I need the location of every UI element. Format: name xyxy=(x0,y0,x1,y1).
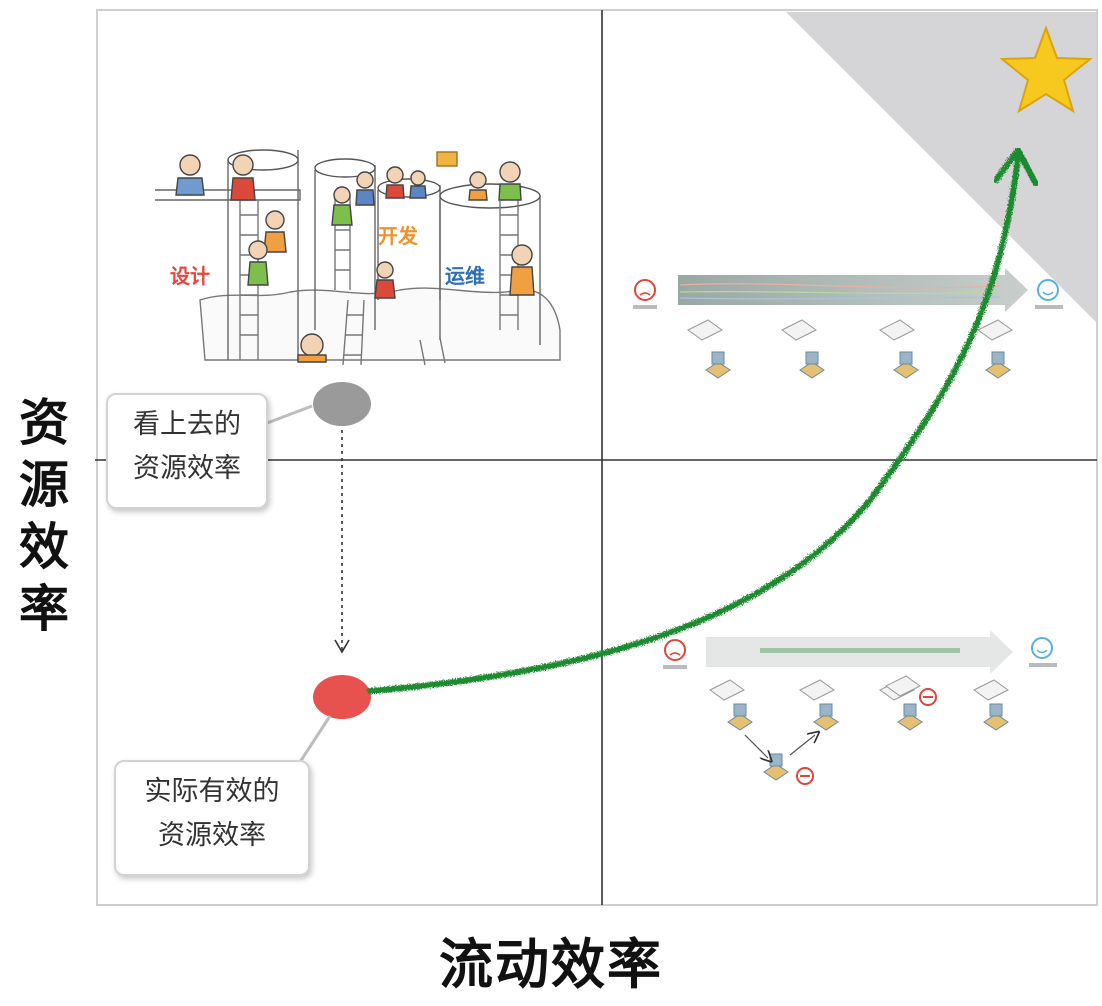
silo-illustration xyxy=(155,149,561,366)
callout-apparent-line-1: 看上去的 xyxy=(133,409,241,440)
callout-apparent-efficiency: 看上去的 资源效率 xyxy=(106,393,268,509)
smooth-flow-diagram xyxy=(633,268,1063,379)
silo-label-develop: 开发 xyxy=(378,224,419,248)
callout-actual-efficiency: 实际有效的 资源效率 xyxy=(114,760,310,876)
target-zone-wedge xyxy=(786,12,1096,322)
callout-pointer-actual xyxy=(298,715,332,763)
callout-apparent-line-2: 资源效率 xyxy=(133,453,241,484)
sad-face-icon xyxy=(634,279,656,301)
y-axis-char: 资 xyxy=(19,394,69,452)
y-axis-char: 率 xyxy=(19,580,69,638)
growth-curve-arrowhead xyxy=(993,147,1039,187)
y-axis-char: 效 xyxy=(19,518,69,576)
y-axis-label: 资 源 效 率 xyxy=(14,392,74,640)
block-icon xyxy=(796,688,937,785)
callout-pointer-apparent xyxy=(261,404,313,427)
silo-label-design: 设计 xyxy=(170,264,210,288)
silo-label-ops: 运维 xyxy=(445,264,485,288)
blocked-flow-diagram xyxy=(663,630,1057,785)
star-icon xyxy=(999,25,1093,114)
happy-face-icon xyxy=(1037,279,1059,301)
growth-curve xyxy=(367,155,1021,694)
actual-efficiency-dot xyxy=(313,675,371,719)
callout-actual-line-2: 资源效率 xyxy=(158,820,266,851)
y-axis-char: 源 xyxy=(19,456,69,514)
x-axis-label: 流动效率 xyxy=(439,933,663,996)
apparent-efficiency-dot xyxy=(313,382,371,426)
callout-actual-line-1: 实际有效的 xyxy=(144,776,280,807)
sad-face-icon-2 xyxy=(664,639,686,661)
happy-face-icon-2 xyxy=(1031,637,1053,659)
